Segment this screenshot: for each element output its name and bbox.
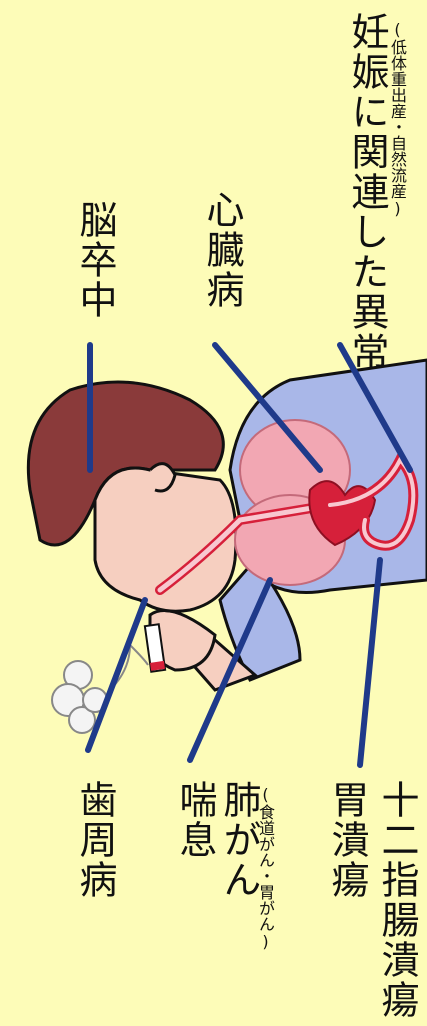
label-pregnancy-note: (低体重出産・自然流産)	[385, 20, 409, 218]
label-cancer-note: (食道がん・胃がん)	[253, 785, 277, 951]
label-heart-disease: 心臓病	[195, 190, 250, 310]
pointer-ulcer	[360, 560, 380, 765]
label-duodenal-ulcer: 十二指腸潰瘍	[370, 780, 425, 1020]
pointer-periodontal	[88, 600, 145, 750]
label-gastric-ulcer: 胃潰瘍	[320, 780, 375, 900]
label-stroke: 脳卒中	[68, 200, 123, 320]
label-periodontal: 歯周病	[68, 780, 123, 900]
